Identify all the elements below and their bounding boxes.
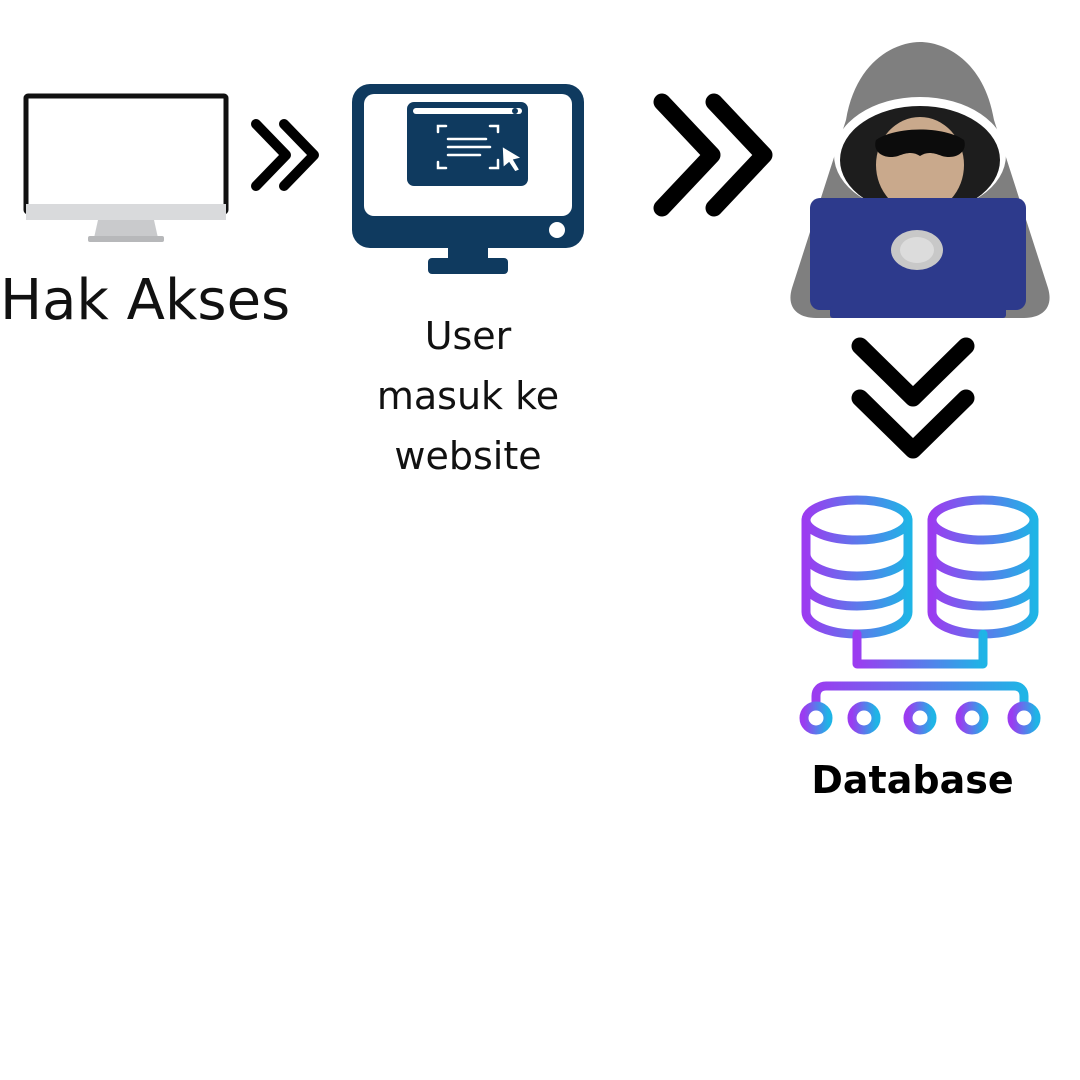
- double-chevron-right-icon: [251, 119, 319, 191]
- step-label-line: masuk ke: [376, 374, 560, 418]
- step-label-user-website: User masuk ke website: [348, 306, 588, 486]
- desktop-monitor-icon: [23, 93, 229, 242]
- step-label-line: User: [424, 314, 512, 358]
- double-chevron-down-icon: [851, 337, 975, 459]
- step-label-line: website: [394, 434, 542, 478]
- step-label-database: Database: [811, 758, 1014, 802]
- website-monitor-icon: [352, 84, 584, 274]
- database-icon: [799, 495, 1041, 735]
- step-label-hak-akses: Hak Akses: [0, 268, 291, 333]
- double-chevron-right-icon: [653, 93, 773, 217]
- hacker-icon: [790, 42, 1050, 318]
